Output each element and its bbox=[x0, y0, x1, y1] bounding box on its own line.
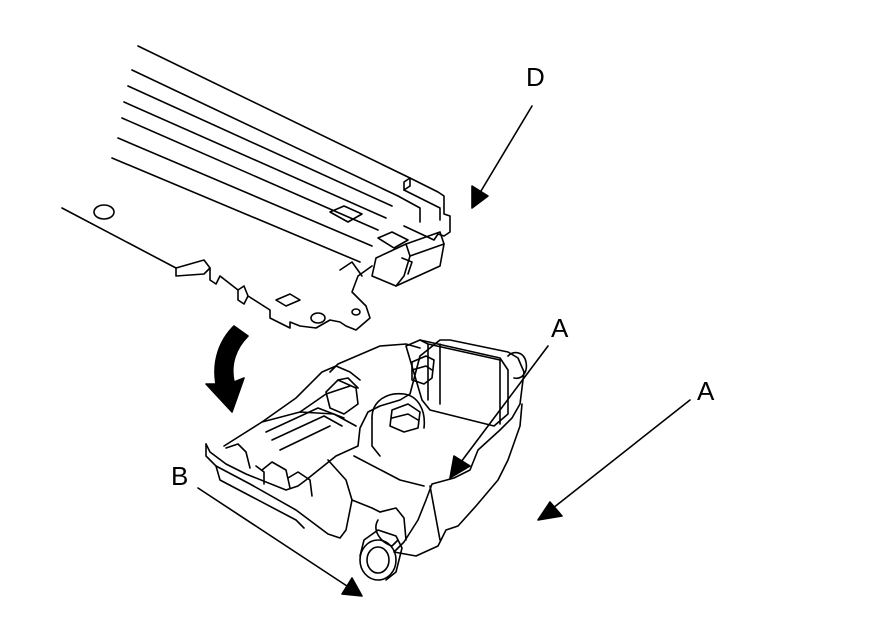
arrow-a-lower bbox=[538, 400, 690, 520]
insert-direction-arrow bbox=[206, 326, 248, 412]
arrow-a-upper bbox=[450, 346, 548, 478]
arrow-b bbox=[198, 488, 362, 596]
callout-label-d: D bbox=[526, 62, 545, 92]
arrow-d bbox=[472, 106, 532, 208]
rail-plate bbox=[62, 46, 450, 330]
callout-label-b: B bbox=[171, 461, 189, 491]
callout-label-a-upper: A bbox=[551, 313, 569, 343]
callout-label-a-lower: A bbox=[697, 376, 715, 406]
housing-component bbox=[206, 340, 526, 580]
